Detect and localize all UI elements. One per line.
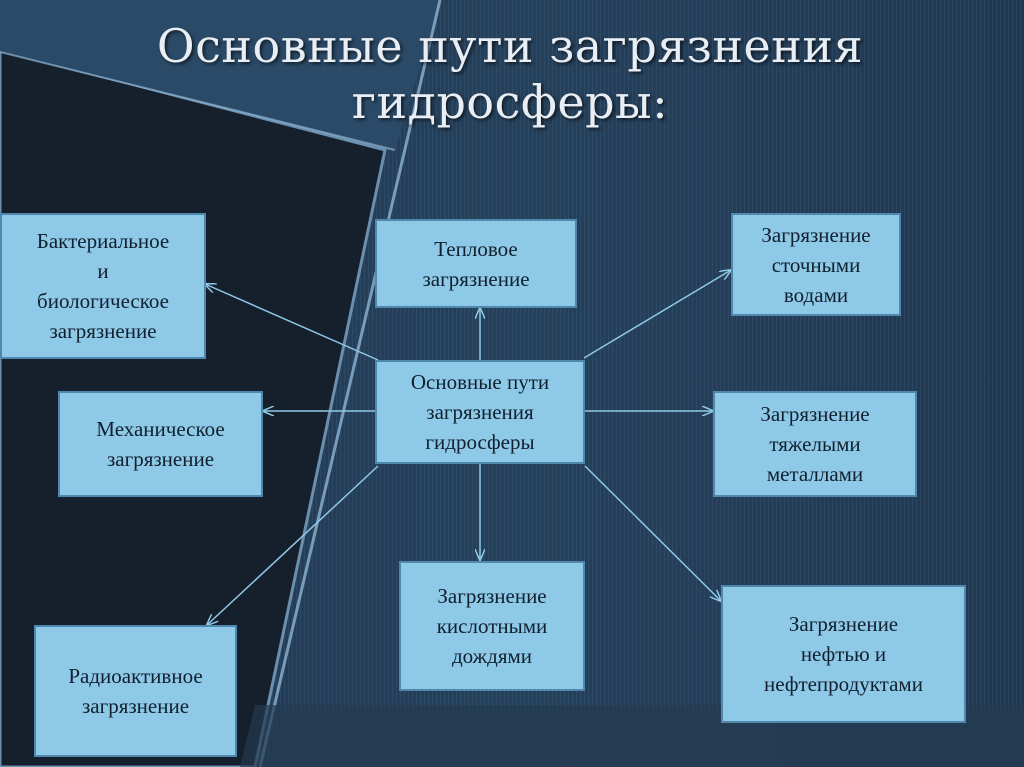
slide-title: Основные пути загрязнения гидросферы:	[60, 18, 960, 130]
title-line-1: Основные пути загрязнения	[156, 19, 864, 73]
arrow-to-oil	[584, 465, 721, 601]
node-bacterial: Бактериальное и биологическое загрязнени…	[0, 213, 206, 359]
node-acid-rain: Загрязнение кислотными дождями	[399, 561, 585, 691]
arrow-to-sewage	[583, 270, 731, 359]
arrow-to-bacterial	[205, 284, 379, 361]
node-oil: Загрязнение нефтью и нефтепродуктами	[721, 585, 966, 723]
node-heavy-metals: Загрязнение тяжелыми металлами	[713, 391, 917, 497]
node-sewage: Загрязнение сточными водами	[731, 213, 901, 316]
node-thermal: Тепловое загрязнение	[375, 219, 577, 308]
title-line-2: гидросферы:	[351, 75, 669, 129]
node-mechanical: Механическое загрязнение	[58, 391, 263, 497]
arrow-to-radioactive	[207, 465, 379, 625]
center-node: Основные пути загрязнения гидросферы	[375, 360, 585, 464]
node-radioactive: Радиоактивное загрязнение	[34, 625, 237, 757]
